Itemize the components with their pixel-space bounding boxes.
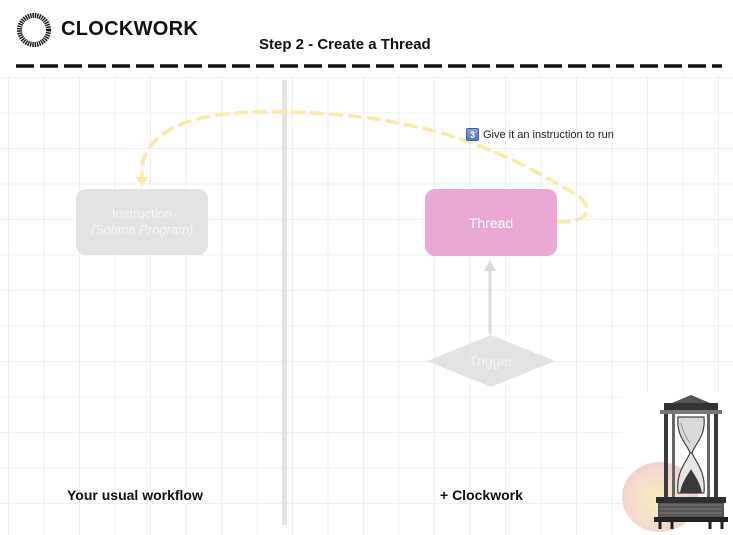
hourglass-engraving-icon [654, 395, 728, 529]
annotation-step-3: 3 Give it an instruction to run [466, 128, 614, 141]
instruction-sublabel: (Solana Program) [90, 222, 194, 237]
trigger-label: Trigger [469, 353, 513, 369]
trigger-node: Trigger [426, 334, 556, 388]
thread-node: Thread [425, 189, 557, 256]
section-label-right: + Clockwork [440, 487, 523, 503]
instruction-arrowhead [136, 177, 148, 187]
instruction-node: Instruction (Solana Program) [76, 189, 208, 255]
instruction-label: Instruction [112, 206, 172, 221]
clockwork-logo-icon [17, 13, 51, 47]
page-title: Step 2 - Create a Thread [259, 36, 431, 53]
annotation-text: Give it an instruction to run [483, 128, 614, 141]
brand-name: CLOCKWORK [61, 18, 199, 40]
keycap-3-icon: 3 [466, 128, 479, 141]
header [0, 0, 733, 76]
instruction-connector [140, 110, 589, 224]
header-dashed-rule [16, 64, 722, 68]
trigger-arrowhead [484, 260, 496, 271]
section-label-left: Your usual workflow [67, 487, 203, 503]
section-divider [282, 80, 287, 525]
thread-label: Thread [468, 214, 514, 231]
